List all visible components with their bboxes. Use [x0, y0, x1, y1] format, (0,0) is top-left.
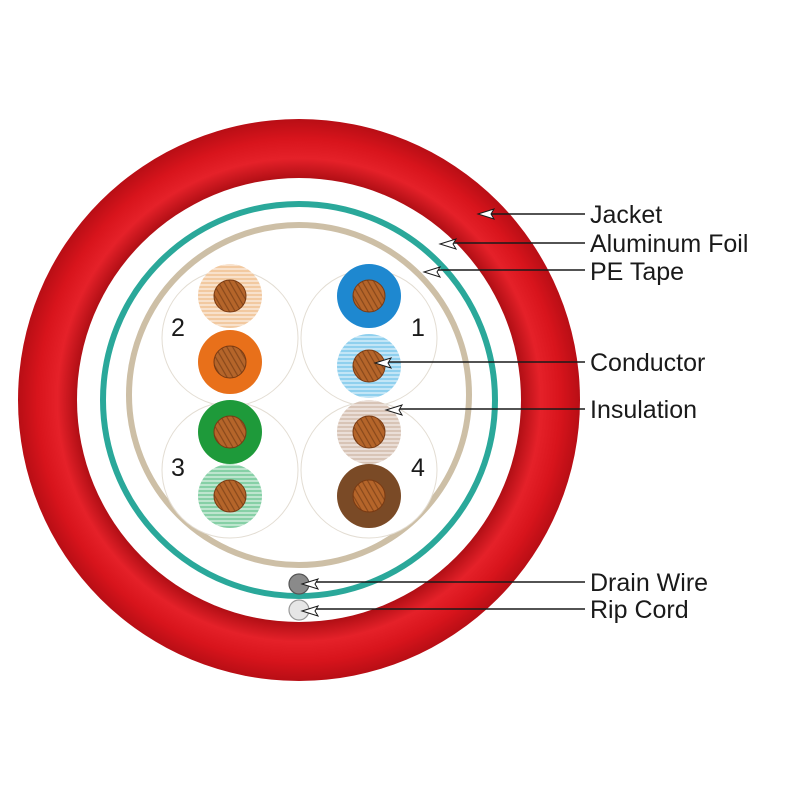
- pair-number-3: 3: [171, 454, 185, 482]
- aluminum-foil-arrowhead: [438, 238, 458, 250]
- pe-tape-arrowhead: [422, 266, 442, 278]
- pe-tape-label: PE Tape: [590, 258, 684, 286]
- conductor-strands: [353, 350, 385, 382]
- pair-2: 2: [161, 264, 299, 407]
- leader-lines: [300, 208, 585, 617]
- rip-cord-label: Rip Cord: [590, 596, 689, 624]
- conductor-label: Conductor: [590, 349, 705, 377]
- pair-3: 3: [161, 400, 299, 539]
- wire-1-2: [337, 334, 401, 398]
- conductor-arrowhead: [373, 357, 393, 369]
- wire-4-2: [337, 464, 401, 528]
- jacket-label: Jacket: [590, 201, 662, 229]
- drain-wire-arrowhead: [300, 578, 320, 590]
- pair-number-2: 2: [171, 314, 185, 342]
- wire-3-1: [198, 400, 262, 464]
- twisted-pairs: 1 2 3 4: [161, 264, 438, 539]
- wire-2-2: [198, 330, 262, 394]
- aluminum-foil-label: Aluminum Foil: [590, 230, 748, 258]
- wire-3-2: [198, 464, 262, 528]
- inner-white-fill: [77, 178, 521, 622]
- insulation-arrowhead: [384, 404, 404, 416]
- conductor-strands: [353, 480, 385, 512]
- drain-wire-label: Drain Wire: [590, 569, 708, 597]
- wire-2-1: [198, 264, 262, 328]
- pair-1: 1: [300, 264, 438, 407]
- aluminum-foil-ring: [100, 201, 498, 599]
- pair-number-1: 1: [411, 314, 425, 342]
- conductor-strands: [353, 416, 385, 448]
- rip-cord-arrowhead: [300, 605, 320, 617]
- conductor-strands: [214, 480, 246, 512]
- wire-4-1: [337, 400, 401, 464]
- conductor-strands: [214, 416, 246, 448]
- conductor-strands: [214, 280, 246, 312]
- conductor-strands: [214, 346, 246, 378]
- jacket-arrowhead: [476, 208, 496, 220]
- pair-number-4: 4: [411, 454, 425, 482]
- pair-4: 4: [300, 400, 438, 539]
- wire-1-1: [337, 264, 401, 328]
- insulation-label: Insulation: [590, 396, 697, 424]
- pe-tape-ring: [126, 222, 472, 568]
- conductor-strands: [353, 280, 385, 312]
